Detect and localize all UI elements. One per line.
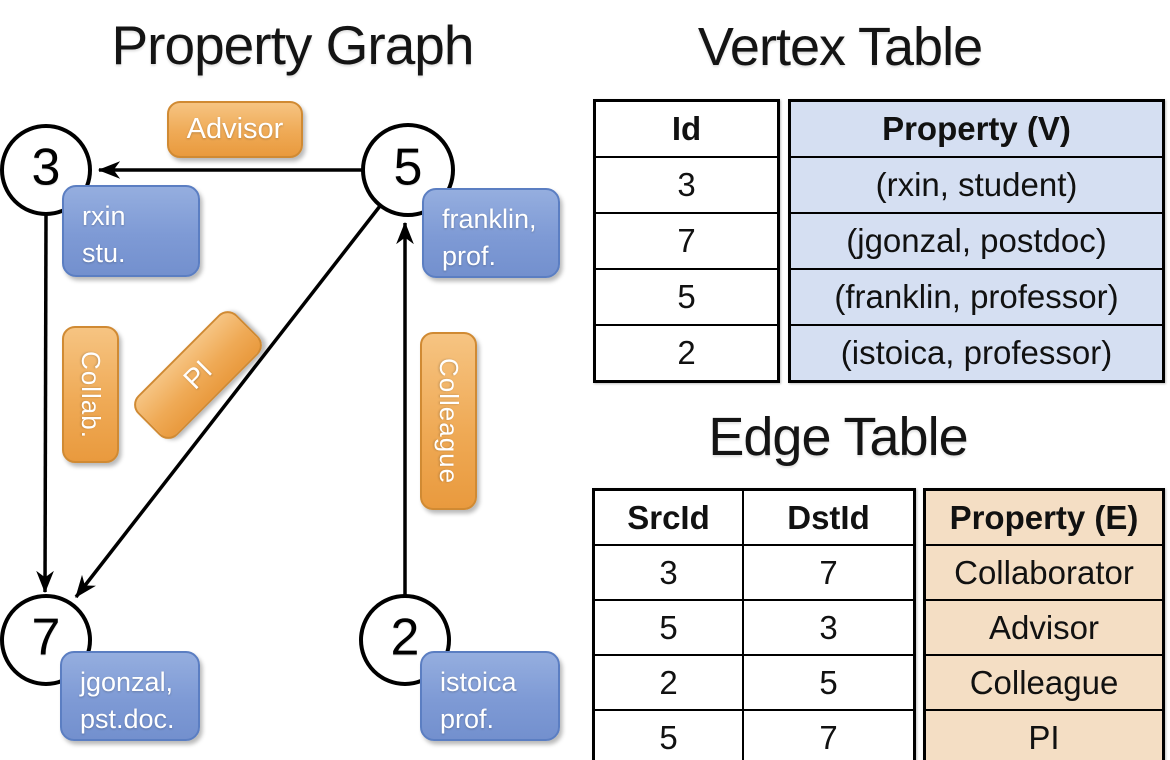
edge-table-header-row: SrcId DstId — [595, 491, 913, 544]
edge-src-cell: 5 — [595, 601, 744, 654]
edge-table-row: 2 5 — [595, 654, 913, 709]
edge-property-cell: Advisor — [926, 599, 1162, 654]
vertex-property-line: pst.doc. — [80, 704, 175, 735]
vertex-id-cell: 3 — [596, 156, 777, 212]
edge-table-row: 5 7 — [595, 709, 913, 760]
vertex-table-id-column: Id 3 7 5 2 — [593, 99, 780, 383]
edge-table-dstid-header: DstId — [787, 498, 870, 536]
vertex-property-line: franklin, — [442, 204, 537, 234]
edge-dst-cell: 7 — [819, 718, 838, 756]
vertex-table-property-column: Property (V) (rxin, student) (jgonzal, p… — [788, 99, 1165, 383]
node-label-5: 5 — [393, 138, 423, 197]
edge-property-cell: PI — [926, 709, 1162, 760]
edge-src-cell: 2 — [595, 656, 744, 709]
edge-property-cell: Colleague — [926, 654, 1162, 709]
edge-arrow-3-to-7 — [36, 213, 54, 594]
edge-property-cell: Collaborator — [926, 544, 1162, 599]
vertex-property-cell: (jgonzal, postdoc) — [791, 212, 1162, 268]
node-label-2: 2 — [390, 608, 420, 667]
vertex-property-line: rxin — [82, 201, 126, 231]
vertex-table-title: Vertex Table — [697, 17, 983, 77]
vertex-property-cell: (rxin, student) — [791, 156, 1162, 212]
vertex-property-line: stu. — [82, 238, 126, 269]
edge-table-property-header: Property (E) — [949, 498, 1139, 536]
vertex-property-cell: (franklin, professor) — [791, 268, 1162, 324]
vertex-id-cell: 7 — [596, 212, 777, 268]
edge-dst-cell: 5 — [819, 663, 838, 701]
edge-arrow-5-to-7 — [74, 204, 382, 599]
vertex-property-line: jgonzal, — [80, 667, 174, 697]
edge-table-src-dst-columns: SrcId DstId 3 7 5 3 2 5 5 7 — [592, 488, 916, 760]
node-label-3: 3 — [31, 138, 61, 197]
edge-table-title: Edge Table — [708, 407, 968, 467]
edge-label-collab: Collab. — [62, 326, 119, 463]
edge-dst-cell: 7 — [819, 553, 838, 591]
vertex-property-box-jgonzal: jgonzal, pst.doc. — [60, 651, 200, 741]
vertex-id-cell: 5 — [596, 268, 777, 324]
property-graph-title: Property Graph — [111, 14, 474, 76]
edge-table-property-column: Property (E) Collaborator Advisor Collea… — [923, 488, 1165, 760]
vertex-property-box-istoica: istoica prof. — [420, 651, 560, 741]
node-label-7: 7 — [31, 608, 61, 667]
vertex-property-cell: (istoica, professor) — [791, 324, 1162, 380]
vertex-property-line: istoica — [440, 667, 517, 697]
edge-table-srcid-header: SrcId — [595, 491, 744, 544]
vertex-property-box-rxin: rxin stu. — [62, 185, 200, 277]
vertex-table-id-header: Id — [671, 110, 702, 147]
vertex-property-box-franklin: franklin, prof. — [422, 188, 560, 278]
vertex-id-cell: 2 — [596, 324, 777, 380]
edge-table-row: 3 7 — [595, 544, 913, 599]
edge-label-colleague: Colleague — [420, 332, 477, 510]
vertex-property-line: prof. — [440, 704, 495, 735]
edge-src-cell: 3 — [595, 546, 744, 599]
edge-dst-cell: 3 — [819, 608, 838, 646]
edge-src-cell: 5 — [595, 711, 744, 760]
edge-table-row: 5 3 — [595, 599, 913, 654]
vertex-property-line: prof. — [442, 241, 497, 272]
vertex-table-property-header: Property (V) — [882, 110, 1071, 147]
edge-label-advisor: Advisor — [167, 101, 303, 158]
